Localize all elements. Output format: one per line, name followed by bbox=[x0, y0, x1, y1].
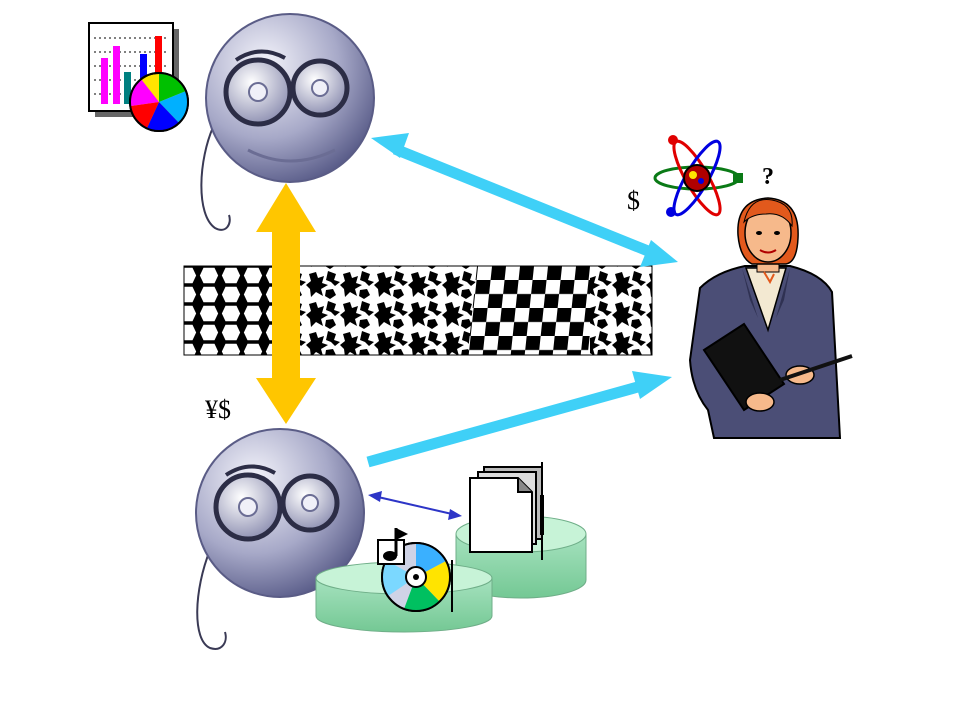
question-mark-label: ? bbox=[762, 164, 774, 190]
gold-double-arrow bbox=[256, 183, 316, 424]
currency-label-top: $ bbox=[627, 186, 640, 215]
currency-label-bottom: ¥$ bbox=[205, 395, 231, 424]
blue-arrow-bottom bbox=[366, 371, 672, 468]
monocle-globe-icon-bottom bbox=[195, 428, 365, 650]
document-icon bbox=[469, 462, 544, 560]
music-cd-icon bbox=[377, 528, 453, 612]
pie-chart-icon bbox=[129, 72, 189, 132]
businesswoman-icon bbox=[688, 197, 853, 439]
monocle-globe-icon-top bbox=[200, 13, 375, 231]
dark-double-arrow bbox=[368, 491, 462, 520]
atom-icon bbox=[653, 135, 743, 217]
blue-double-arrow-top bbox=[371, 133, 678, 267]
tessellation-strip bbox=[183, 265, 653, 356]
